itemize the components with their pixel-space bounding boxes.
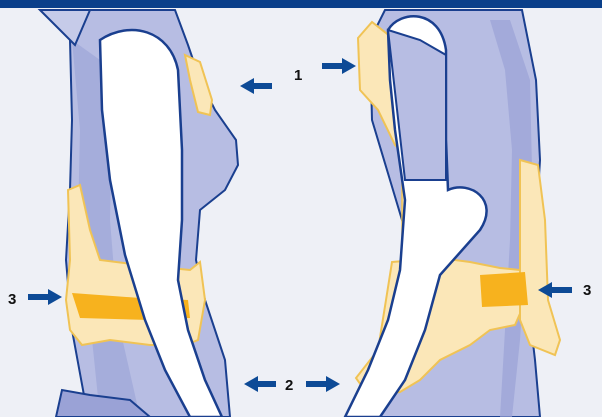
top-band — [0, 0, 602, 8]
callout-1: 1 — [294, 67, 302, 84]
callout-3-left: 3 — [8, 291, 16, 308]
callout-3-right: 3 — [583, 282, 591, 299]
right-strap — [480, 272, 528, 307]
callout-2: 2 — [285, 377, 293, 394]
